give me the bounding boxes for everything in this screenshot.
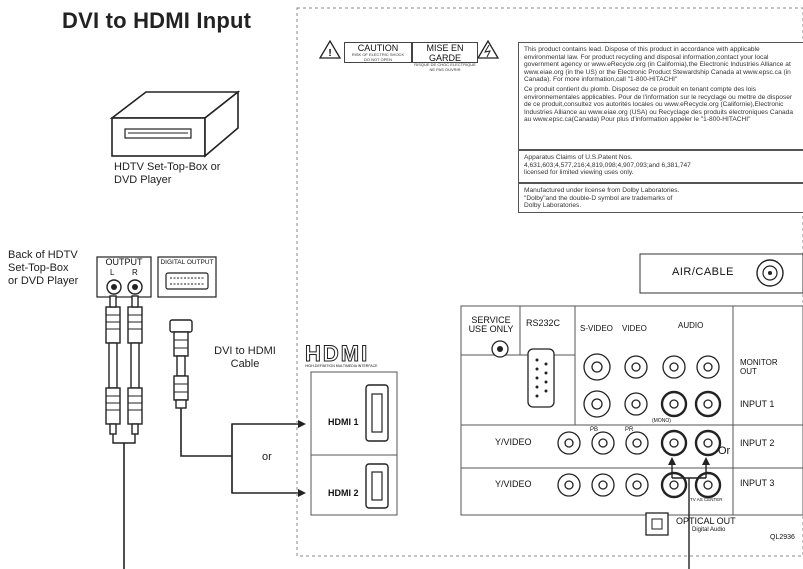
rca-cable-left <box>106 296 120 434</box>
hdmi1-port-icon <box>366 385 388 441</box>
video-label: VIDEO <box>622 324 647 333</box>
mono-label: (MONO) <box>652 418 671 424</box>
rca-cable-right <box>128 296 142 434</box>
pr-label: PR <box>625 427 633 433</box>
notice-box: This product contains lead. Dispose of t… <box>518 42 803 150</box>
dvi-to-hdmi-cable <box>170 320 192 408</box>
or-label-left: or <box>262 451 272 464</box>
patent-text: Apparatus Claims of U.S.Patent Nos. 4,63… <box>524 154 798 177</box>
hdmi1-label: HDMI 1 <box>328 417 359 427</box>
notice-english: This product contains lead. Dispose of t… <box>524 46 798 84</box>
monitor-out-label: MONITOR OUT <box>740 358 778 376</box>
audio-label: AUDIO <box>678 321 703 330</box>
caution-en-sub: RISK OF ELECTRIC SHOCK DO NOT OPEN <box>345 53 411 62</box>
set-top-box-icon <box>112 92 238 156</box>
pb-label: PB <box>590 427 598 433</box>
y-video-label-2: Y/VIDEO <box>495 479 532 489</box>
digital-output-label: DIGITAL OUTPUT <box>160 259 214 266</box>
warning-triangle-icon: ! <box>320 41 340 59</box>
input2-label: INPUT 2 <box>740 438 774 448</box>
lightning-triangle-icon <box>478 41 498 58</box>
y-video-label-1: Y/VIDEO <box>495 437 532 447</box>
caution-fr-box: MISE EN GARDE RISQUE DE CHOC ELECTRIQUE … <box>412 42 478 63</box>
arrow-hdmi1-icon <box>298 420 306 428</box>
rs232c-port-icon <box>528 349 554 407</box>
hdmi2-port-icon <box>366 464 388 508</box>
hdmi-tagline: HIGH-DEFINITION MULTIMEDIA INTERFACE <box>305 364 405 368</box>
s-video-label: S-VIDEO <box>580 324 613 333</box>
input1-label: INPUT 1 <box>740 399 774 409</box>
output-r-label: R <box>132 268 138 277</box>
dvi-port-icon <box>166 273 208 289</box>
output-l-jack <box>107 280 121 294</box>
output-label: OUTPUT <box>99 257 149 267</box>
service-label: SERVICE USE ONLY <box>465 316 517 334</box>
digital-audio-label: Digital Audio <box>692 527 725 533</box>
or-label-right: Or <box>718 445 730 457</box>
caution-fr-label: MISE EN GARDE <box>413 43 477 63</box>
cable-label: DVI to HDMI Cable <box>205 345 285 371</box>
device-name: HDTV Set-Top-Box or DVD Player <box>114 161 234 187</box>
dolby-text: Manufactured under license from Dolby La… <box>524 187 798 210</box>
arrow-hdmi2-icon <box>298 489 306 497</box>
output-r-jack <box>128 280 142 294</box>
caution-en-box: CAUTION RISK OF ELECTRIC SHOCK DO NOT OP… <box>344 42 412 63</box>
dolby-box: Manufactured under license from Dolby La… <box>518 183 803 213</box>
device-back-label: Back of HDTV Set-Top-Box or DVD Player <box>8 249 96 288</box>
optical-out-label: OPTICAL OUT <box>676 516 736 526</box>
caution-fr-sub: RISQUE DE CHOC ELECTRIQUE NE PAS OUVRIR <box>413 63 477 72</box>
model-code: QL2936 <box>770 534 795 541</box>
input3-label: INPUT 3 <box>740 478 774 488</box>
hdmi2-label: HDMI 2 <box>328 488 359 498</box>
center-label: TV AS CENTER <box>690 497 723 502</box>
output-l-label: L <box>110 268 114 277</box>
air-cable-label: AIR/CABLE <box>672 266 734 278</box>
notice-french: Ce produit contient du plomb. Disposez d… <box>524 86 798 124</box>
patent-box: Apparatus Claims of U.S.Patent Nos. 4,63… <box>518 150 803 183</box>
rs232c-label: RS232C <box>526 318 560 328</box>
svg-text:!: ! <box>328 48 331 59</box>
